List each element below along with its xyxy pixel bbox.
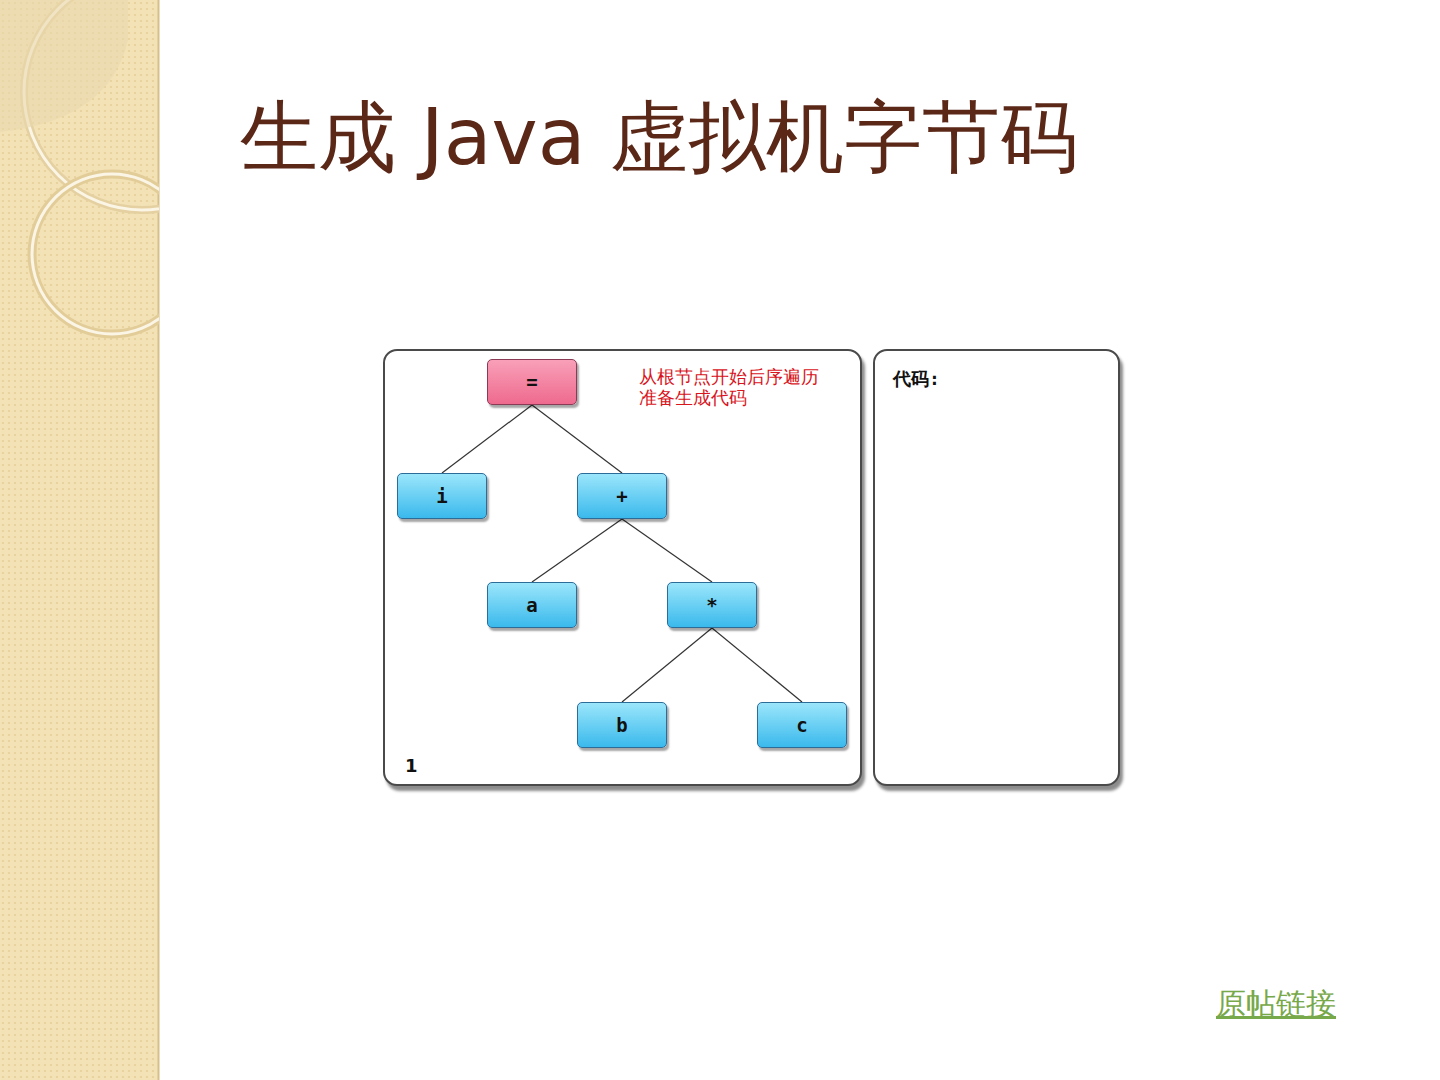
step-number: 1	[405, 755, 418, 776]
note-text: 从根节点开始后序遍历 准备生成代码	[639, 367, 835, 408]
tree-node: a	[487, 582, 577, 628]
tree-node: c	[757, 702, 847, 748]
root-node: =	[487, 359, 577, 405]
node-label: +	[616, 485, 627, 507]
node-label: =	[526, 371, 537, 393]
tree-node: b	[577, 702, 667, 748]
tree-edge	[712, 628, 802, 702]
band-edge	[158, 0, 160, 1080]
tree-node: *	[667, 582, 757, 628]
tree-edge	[532, 405, 622, 473]
tree-node: +	[577, 473, 667, 519]
node-label: *	[706, 594, 717, 616]
tree-edge	[442, 405, 532, 473]
ring-ornament	[0, 0, 159, 334]
side-band	[0, 0, 159, 1080]
node-label: c	[796, 714, 807, 736]
tree-panel: 从根节点开始后序遍历 准备生成代码 1 = i + a * b c	[383, 349, 862, 786]
tree-edge	[622, 628, 712, 702]
slide-title: 生成 Java 虚拟机字节码	[240, 86, 1078, 191]
code-heading: 代码:	[893, 367, 940, 391]
tree-node: i	[397, 473, 487, 519]
tree-edge	[532, 519, 622, 582]
code-panel: 代码:	[873, 349, 1120, 786]
tree-edge	[622, 519, 712, 582]
node-label: i	[436, 485, 447, 507]
node-label: b	[616, 714, 627, 736]
link-text: 原帖链接	[1216, 984, 1336, 1025]
node-label: a	[526, 594, 537, 616]
